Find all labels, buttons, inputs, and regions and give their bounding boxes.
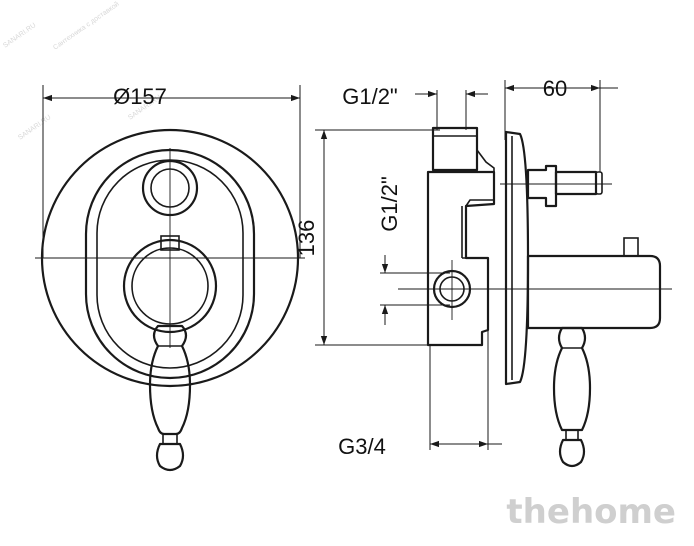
diverter-knob-cap	[595, 171, 603, 195]
top-connection-label: G1/2"	[342, 84, 398, 109]
bottom-connection-label: G3/4	[338, 434, 386, 459]
height-label: 136	[294, 220, 319, 257]
stamp-watermarks: SANARI.RU Сантехника с доставкой SANARI.…	[2, 0, 162, 142]
stamp-watermark-4: SANARI.RU	[17, 114, 52, 142]
brand-watermark: thehome	[506, 492, 676, 532]
side-lever-neck	[565, 429, 579, 441]
rosette-profile	[504, 130, 530, 386]
top-inlet-fitting	[431, 126, 479, 172]
stamp-watermark-1: SANARI.RU	[2, 22, 37, 50]
stamp-watermark-2: Сантехника с доставкой	[52, 0, 121, 52]
diverter-knob	[554, 170, 598, 196]
front-view	[35, 85, 305, 472]
diverter-stem	[526, 164, 558, 208]
diameter-label: Ø157	[113, 84, 167, 109]
lever-neck	[162, 433, 178, 445]
depth-label: 60	[543, 76, 567, 101]
side-lever-tip	[558, 438, 586, 468]
top-inlet-neck	[465, 149, 495, 207]
cartridge-pin	[623, 237, 639, 257]
lever-tip-ball	[155, 442, 185, 472]
side-connection-label: G1/2"	[377, 176, 402, 232]
cartridge-cylinder	[526, 254, 662, 330]
side-lever-handle	[552, 326, 592, 432]
side-view	[315, 80, 672, 468]
